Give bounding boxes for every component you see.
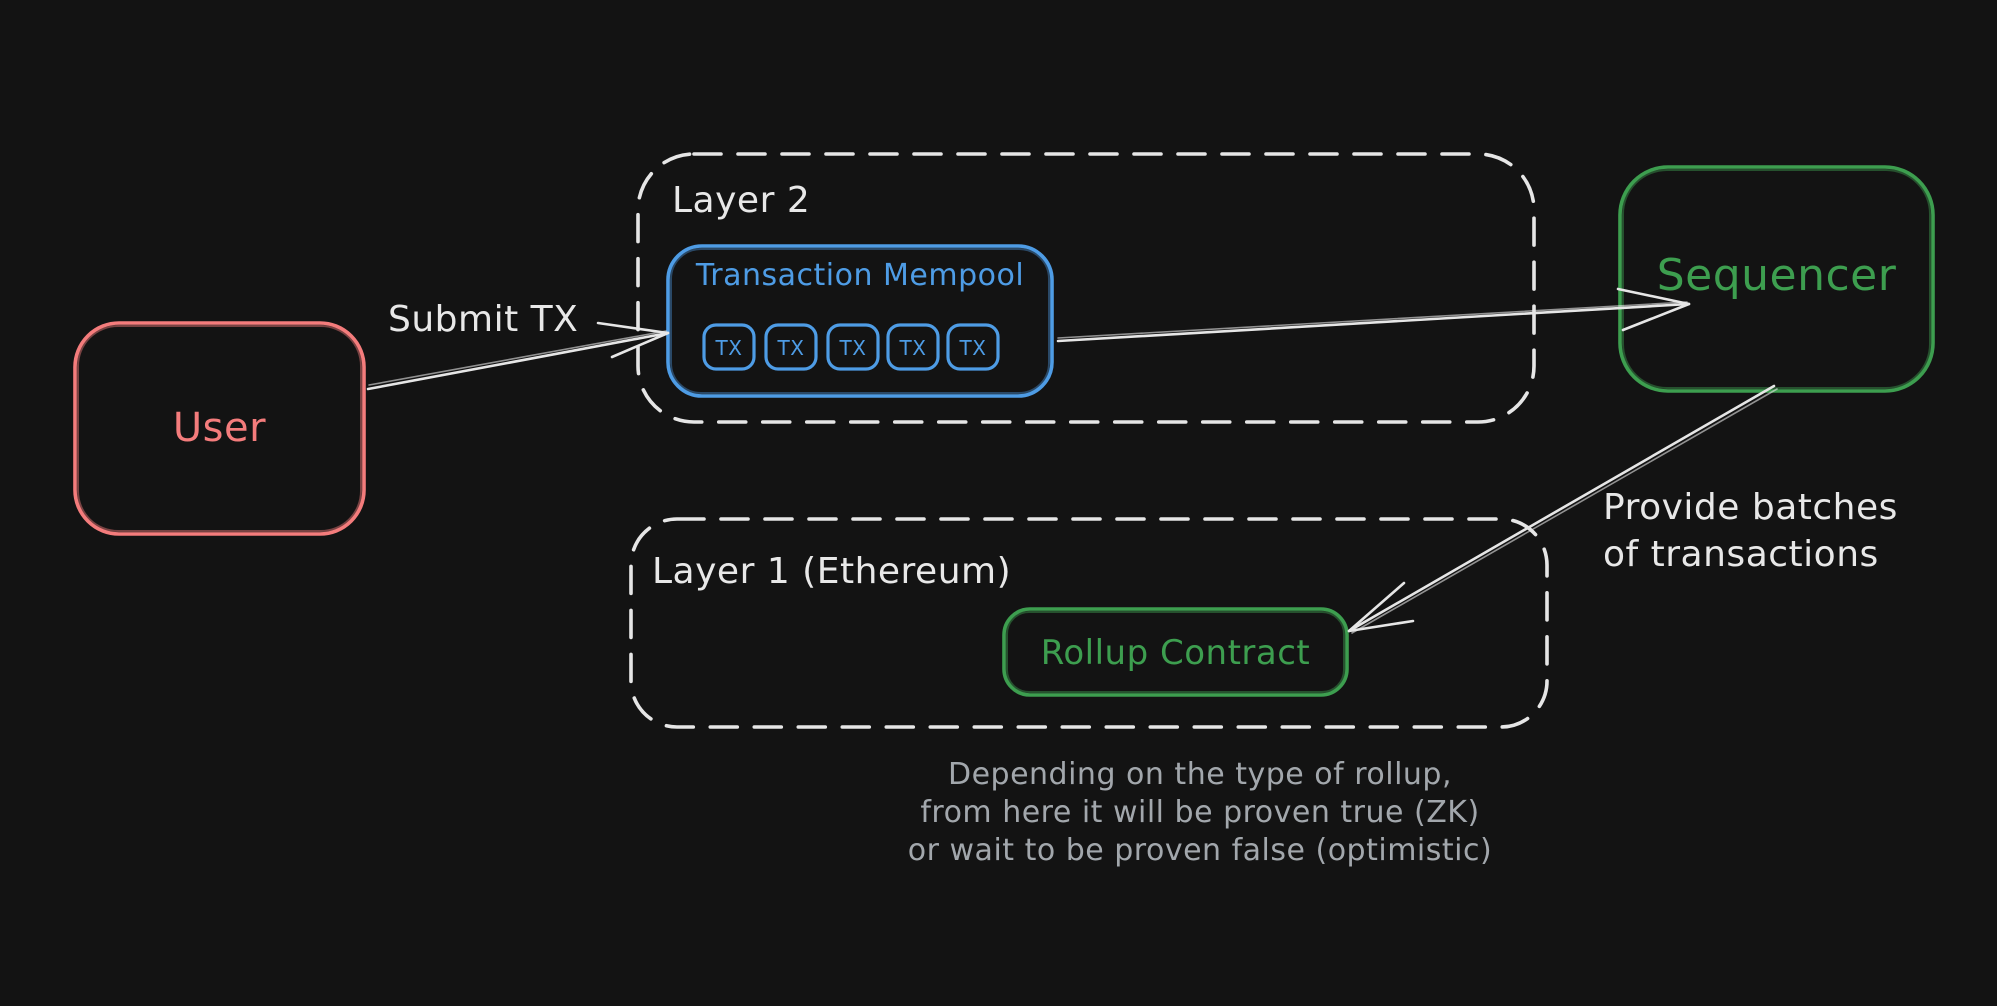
provide-batches-arrow-label: Provide batches of transactions bbox=[1603, 487, 1898, 575]
tx-label-3: TX bbox=[839, 336, 867, 360]
layer1-group-label: Layer 1 (Ethereum) bbox=[652, 551, 1012, 592]
sequencer-to-rollup-line bbox=[1347, 384, 1776, 633]
mempool-to-sequencer-line bbox=[1056, 302, 1691, 343]
layer1-group-box bbox=[629, 517, 1549, 729]
rollup-contract-box bbox=[1002, 607, 1349, 697]
sequencer-node-box bbox=[1618, 165, 1935, 393]
mempool-label: Transaction Mempool bbox=[695, 258, 1025, 293]
user-node-label: User bbox=[172, 405, 267, 451]
rollup-note-caption: Depending on the type of rollup, from he… bbox=[907, 757, 1493, 868]
mempool-to-sequencer-line-sketch bbox=[1057, 301, 1688, 339]
rollup-contract-label: Rollup Contract bbox=[1040, 633, 1311, 673]
tx-box-5 bbox=[946, 323, 1000, 371]
tx-label-2: TX bbox=[777, 336, 805, 360]
tx-box-3 bbox=[826, 323, 880, 371]
user-node-box-sketch bbox=[77, 325, 362, 532]
submit-tx-arrow-line-sketch bbox=[368, 330, 667, 386]
tx-label-5: TX bbox=[959, 336, 987, 360]
mempool-box bbox=[666, 244, 1054, 398]
rollup-contract-box-sketch bbox=[1006, 611, 1345, 693]
sequencer-to-rollup-arrow bbox=[1347, 384, 1778, 634]
tx-box-4 bbox=[886, 323, 940, 371]
tx-box-1 bbox=[702, 323, 756, 371]
sequencer-node-label: Sequencer bbox=[1656, 250, 1897, 301]
submit-tx-arrow bbox=[366, 321, 670, 391]
user-node-box bbox=[73, 321, 366, 536]
sequencer-to-rollup-arrowhead bbox=[1347, 581, 1415, 633]
tx-label-1: TX bbox=[715, 336, 743, 360]
layer2-group-box bbox=[636, 152, 1536, 424]
sequencer-node-box-sketch bbox=[1622, 169, 1931, 389]
tx-box-2 bbox=[764, 323, 818, 371]
mempool-to-sequencer-arrow bbox=[1056, 287, 1691, 343]
mempool-to-sequencer-arrowhead bbox=[1616, 287, 1691, 332]
sequencer-to-rollup-line-sketch bbox=[1351, 388, 1778, 634]
submit-tx-arrowhead bbox=[596, 321, 670, 359]
submit-tx-arrow-label: Submit TX bbox=[388, 299, 579, 340]
submit-tx-arrow-line bbox=[366, 331, 670, 391]
layer2-group-label: Layer 2 bbox=[672, 180, 811, 221]
mempool-box-sketch bbox=[670, 248, 1050, 394]
tx-label-4: TX bbox=[899, 336, 927, 360]
